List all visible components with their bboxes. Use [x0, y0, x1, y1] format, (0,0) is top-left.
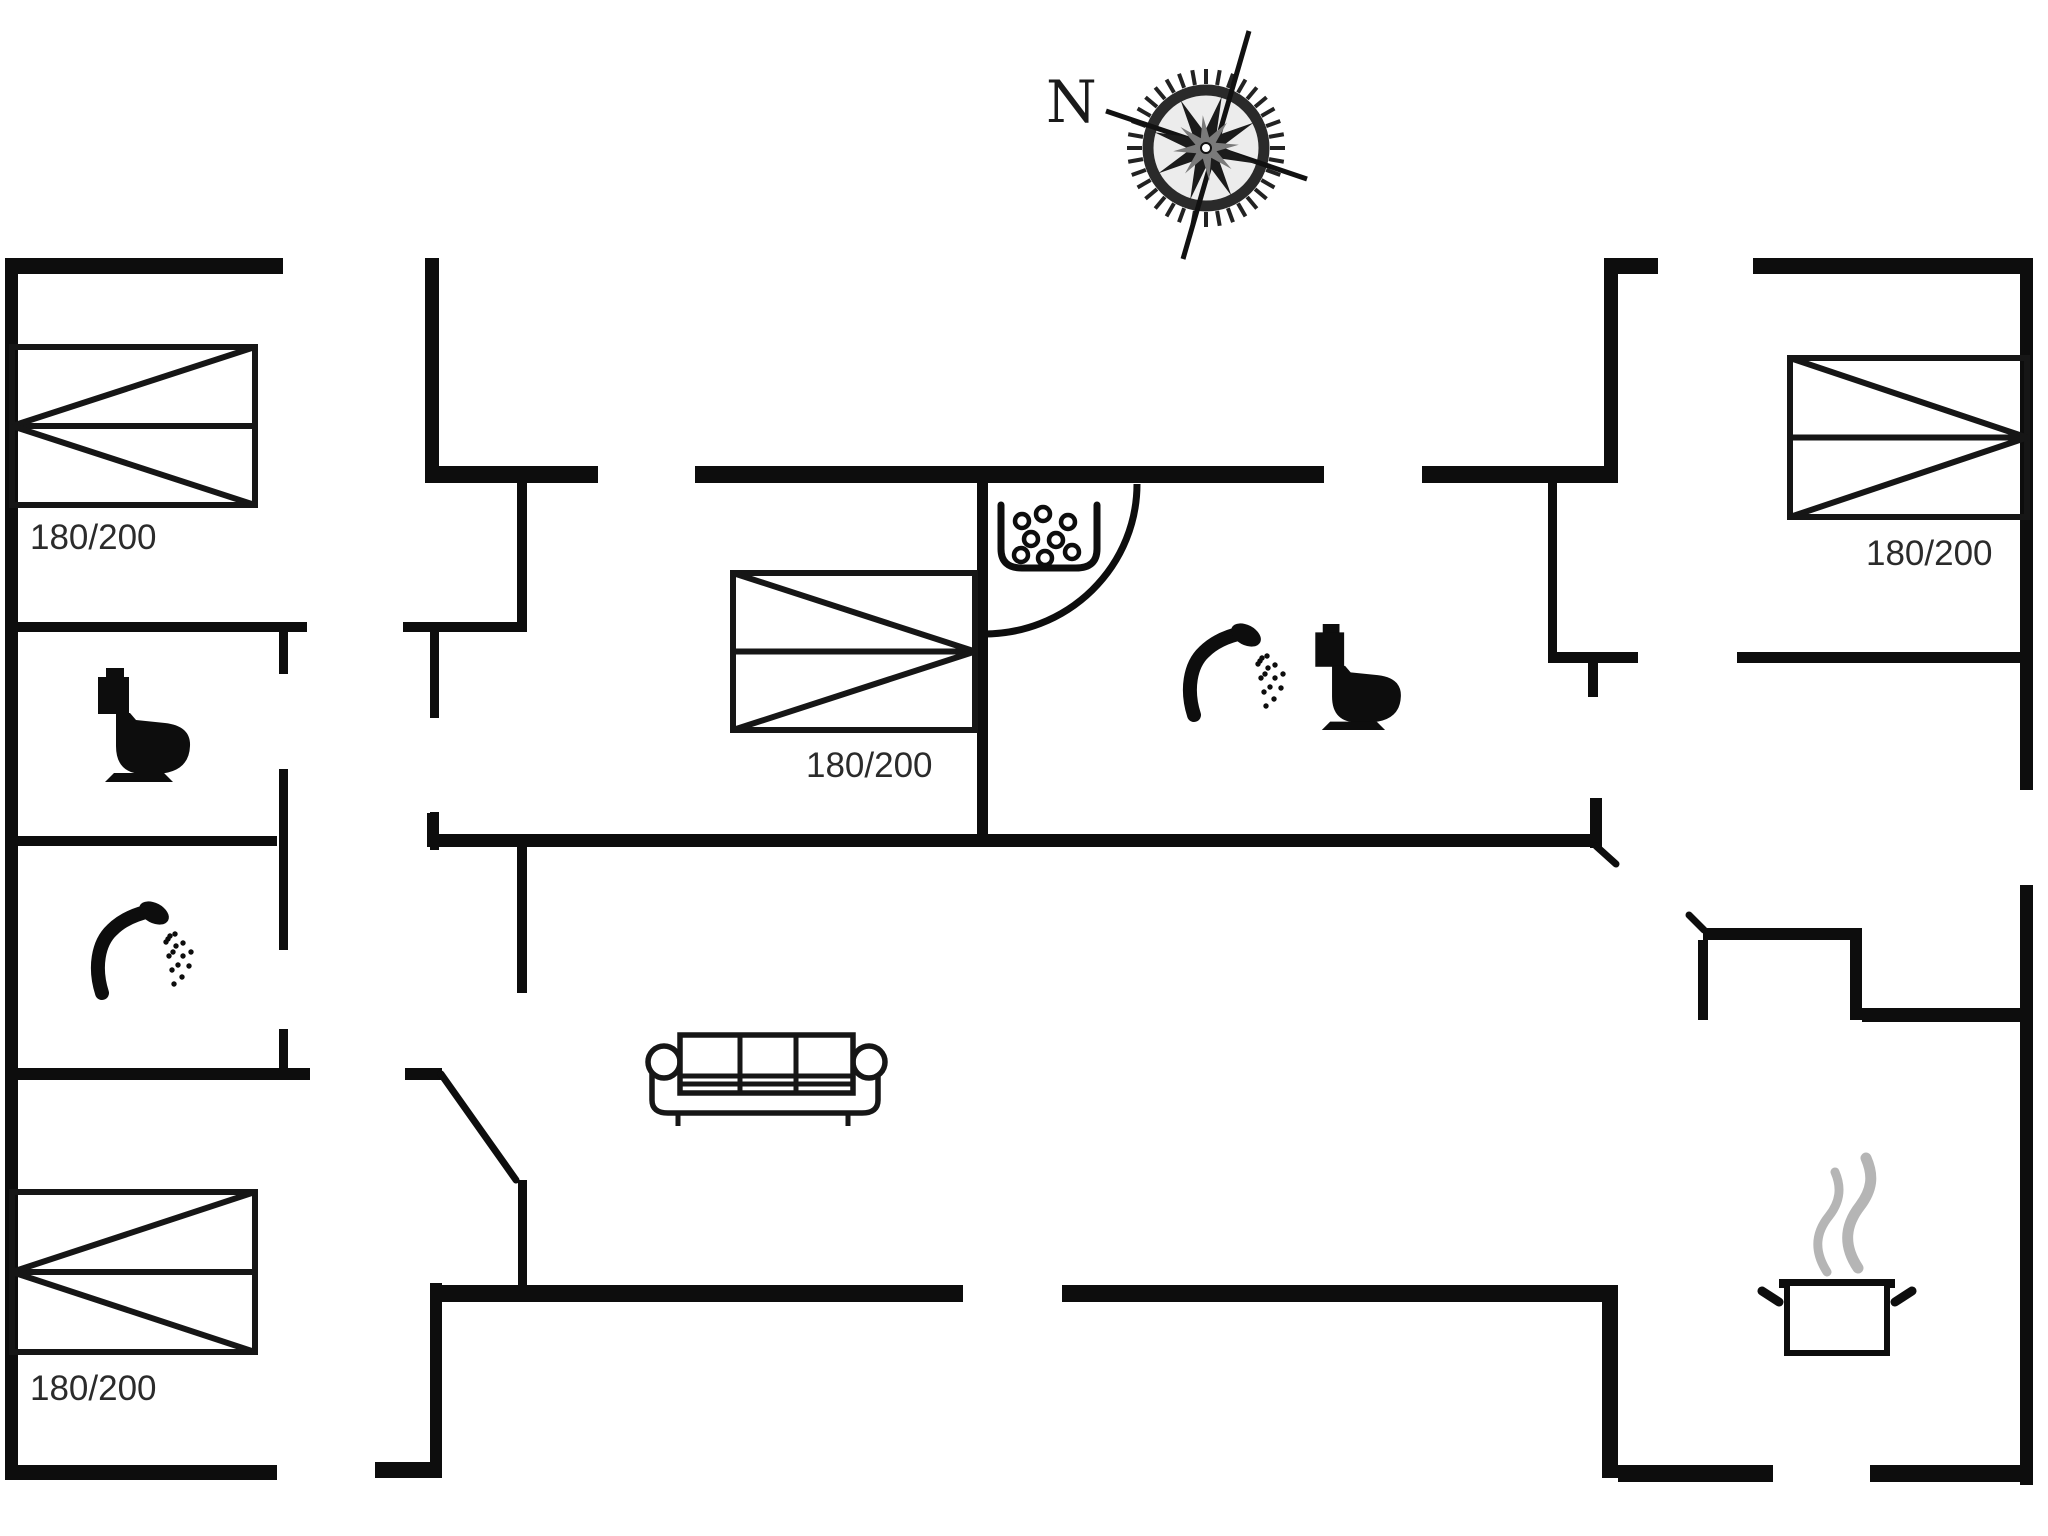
wall [5, 258, 283, 274]
wall [1870, 1465, 2025, 1482]
thin-wall [1588, 652, 1598, 697]
bed-label: 180/200 [1866, 534, 1993, 573]
wall [1602, 1285, 1618, 1478]
thin-wall [1703, 928, 1852, 940]
thin-wall [403, 622, 527, 632]
door-leaf [1592, 842, 1620, 868]
thin-wall [12, 622, 307, 632]
wall [1862, 1008, 2025, 1022]
wall [1618, 1465, 1773, 1482]
wall [2020, 885, 2033, 1485]
door-arc [983, 483, 1141, 638]
washbasin-icon [997, 501, 1101, 572]
bed-label: 180/200 [806, 746, 933, 785]
bed [730, 570, 978, 733]
thin-wall [977, 483, 988, 835]
thin-wall [427, 813, 437, 834]
steam-icon [1813, 1152, 1877, 1277]
wall [1062, 1285, 1602, 1302]
bed [9, 344, 258, 508]
bed [1787, 355, 2030, 520]
wall [695, 466, 1324, 483]
thin-wall [518, 1180, 527, 1290]
compass-rose-icon [1105, 30, 1308, 260]
thin-wall [430, 632, 439, 718]
wall [430, 1285, 963, 1302]
toilet-icon [98, 668, 191, 782]
wall [1604, 258, 1658, 274]
door-leaf [1685, 911, 1708, 934]
shower-icon [90, 901, 194, 1000]
wall [5, 1465, 277, 1480]
thin-wall [12, 836, 277, 846]
thin-wall [427, 834, 1593, 847]
thin-wall [1737, 652, 2027, 663]
thin-wall [517, 483, 527, 625]
thin-wall [279, 769, 288, 950]
cooking-pot-icon [1757, 1279, 1917, 1356]
wall [5, 258, 18, 1480]
wall [1753, 258, 2031, 274]
thin-wall [279, 632, 288, 674]
wall [425, 258, 439, 483]
thin-wall [1698, 940, 1708, 1020]
wall [1422, 466, 1616, 483]
thin-wall [1590, 798, 1602, 848]
thin-wall [405, 1068, 442, 1080]
compass-north-label: N [1046, 68, 1097, 136]
thin-wall [517, 843, 527, 993]
thin-wall [10, 1068, 310, 1080]
thin-wall [1548, 483, 1557, 660]
bed [9, 1189, 258, 1355]
door-leaf [437, 1070, 520, 1184]
bed-label: 180/200 [30, 1369, 157, 1408]
shower-icon [1182, 623, 1286, 722]
bed-label: 180/200 [30, 518, 157, 557]
sofa-icon [645, 1032, 888, 1126]
wall [1850, 928, 1862, 1020]
wall [425, 466, 598, 483]
thin-wall [279, 1029, 288, 1078]
wall [1604, 258, 1618, 483]
toilet-icon [1315, 624, 1401, 731]
wall [430, 1283, 442, 1477]
wall [2020, 258, 2033, 790]
wall [375, 1462, 442, 1478]
